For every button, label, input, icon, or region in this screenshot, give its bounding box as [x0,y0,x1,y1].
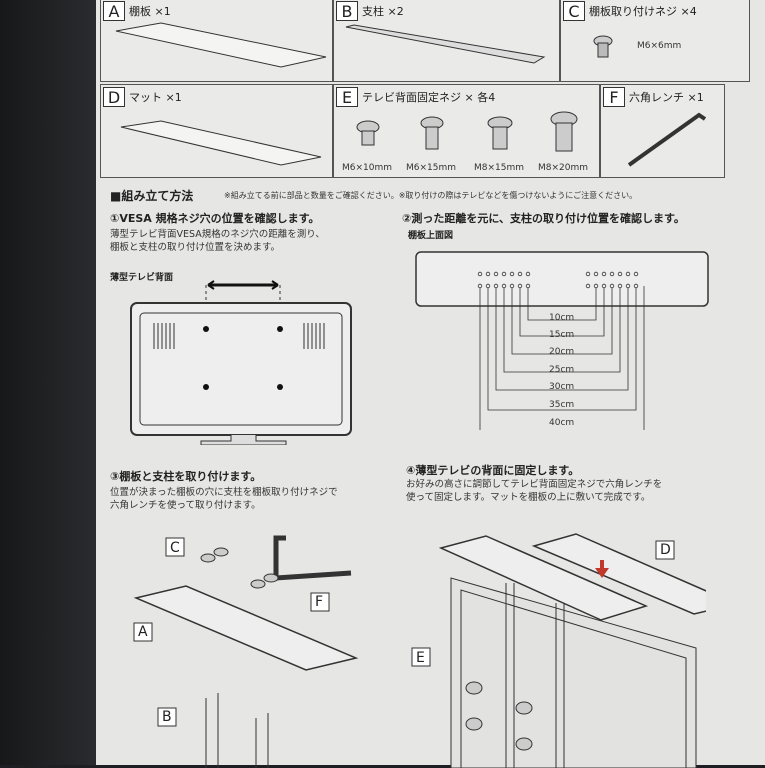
step-2-title: ②測った距離を元に、支柱の取り付け位置を確認します。 [402,212,685,225]
step-1-text: 棚板と支柱の取り付け位置を決めます。 [110,242,281,253]
step-1-title: ①VESA 規格ネジ穴の位置を確認します。 [110,212,320,225]
shelf-hole [517,283,523,289]
step-4-diagram [411,533,706,768]
shelf-hole [509,283,515,289]
shelf-hole [517,271,523,277]
shelf-hole [609,283,615,289]
figure-label: 薄型テレビ背面 [110,273,174,283]
part-letter: F [603,87,625,107]
part-letter: A [103,1,125,21]
callout-a: A [138,624,148,640]
shelf-top-diagram [415,251,709,430]
part-letter: C [563,1,585,21]
shelf-hole [585,271,591,277]
part-label: テレビ背面固定ネジ × 各4 [362,91,496,104]
shelf-hole [601,271,607,277]
distance-label: 35cm [549,400,575,410]
screws-illustration [356,111,578,152]
shelf-hole [485,271,491,277]
shelf-hole [525,271,531,277]
callout-c: C [170,540,180,556]
distance-label: 10cm [549,313,575,323]
shelf-hole [477,283,483,289]
distance-label: 15cm [549,330,575,340]
shelf-hole [501,283,507,289]
callout-f: F [315,594,324,610]
screw-size: M6×10mm [342,163,393,173]
step-3-title: ③棚板と支柱を取り付けます。 [110,470,262,483]
step-3-diagram [133,535,359,768]
part-label: 支柱 ×2 [362,5,404,18]
shelf-hole [493,271,499,277]
instruction-sheet: A 棚板 ×1 B 支柱 ×2 C 棚板取り付けネジ ×4 M6×6mm D マット ×… [96,0,765,768]
distance-label: 20cm [549,347,575,357]
part-letter: E [336,87,358,107]
callout-e: E [416,650,425,666]
shelf-hole [593,283,599,289]
shelf-hole [625,283,631,289]
callout-b: B [162,709,172,725]
screw-size: M8×20mm [538,163,589,173]
mat-illustration [120,120,322,166]
step-4-text: 使って固定します。マットを棚板の上に敷いて完成です。 [406,492,651,503]
pillar-illustration [345,24,546,64]
step-3-text: 六角レンチを使って取り付けます。 [110,500,261,511]
shelf-hole [633,283,639,289]
screw-size: M6×6mm [637,41,682,51]
step-1-text: 薄型テレビ背面VESA規格のネジ穴の距離を測り、 [110,229,325,240]
shelf-hole [585,283,591,289]
assembly-title: ■組み立て方法 [110,189,194,203]
part-label: マット ×1 [129,91,182,104]
shelf-board-illustration [115,22,327,68]
part-letter: B [336,1,358,21]
part-label: 棚板取り付けネジ ×4 [589,5,697,18]
part-d: D マット ×1 [100,84,333,178]
part-b: B 支柱 ×2 [333,0,560,82]
hex-wrench-illustration [627,112,707,167]
distance-label: 30cm [549,382,575,392]
shelf-hole [525,283,531,289]
part-label: 棚板 ×1 [129,5,171,18]
step-4-text: お好みの高さに調節してテレビ背面固定ネジで六角レンチを [406,479,663,490]
assembly-note: ※組み立てる前に部品と数量をご確認ください。※取り付けの際はテレビなどを傷つけな… [224,191,638,200]
shelf-hole [633,271,639,277]
shelf-hole [617,283,623,289]
step-4-title: ④薄型テレビの背面に固定します。 [406,464,580,477]
step-3-text: 位置が決まった棚板の穴に支柱を棚板取り付けネジで [110,487,338,498]
shelf-hole [477,271,483,277]
shelf-hole [593,271,599,277]
screw-size: M8×15mm [474,163,525,173]
tv-back-diagram [130,280,352,445]
screw-icon [593,35,613,58]
shelf-hole [625,271,631,277]
part-letter: D [103,87,125,107]
shelf-hole [609,271,615,277]
shelf-hole [485,283,491,289]
part-c: C 棚板取り付けネジ ×4 M6×6mm [560,0,750,82]
distance-label: 25cm [549,365,575,375]
figure-label: 棚板上面図 [408,231,454,241]
shelf-hole [509,271,515,277]
shelf-hole [501,271,507,277]
shelf-hole [493,283,499,289]
distance-label: 40cm [549,418,575,428]
part-label: 六角レンチ ×1 [629,91,704,104]
part-a: A 棚板 ×1 [100,0,333,82]
shelf-hole [601,283,607,289]
callout-d: D [660,542,671,558]
screw-size: M6×15mm [406,163,457,173]
background-surface [0,0,96,765]
shelf-hole [617,271,623,277]
part-f: F 六角レンチ ×1 [600,84,725,178]
